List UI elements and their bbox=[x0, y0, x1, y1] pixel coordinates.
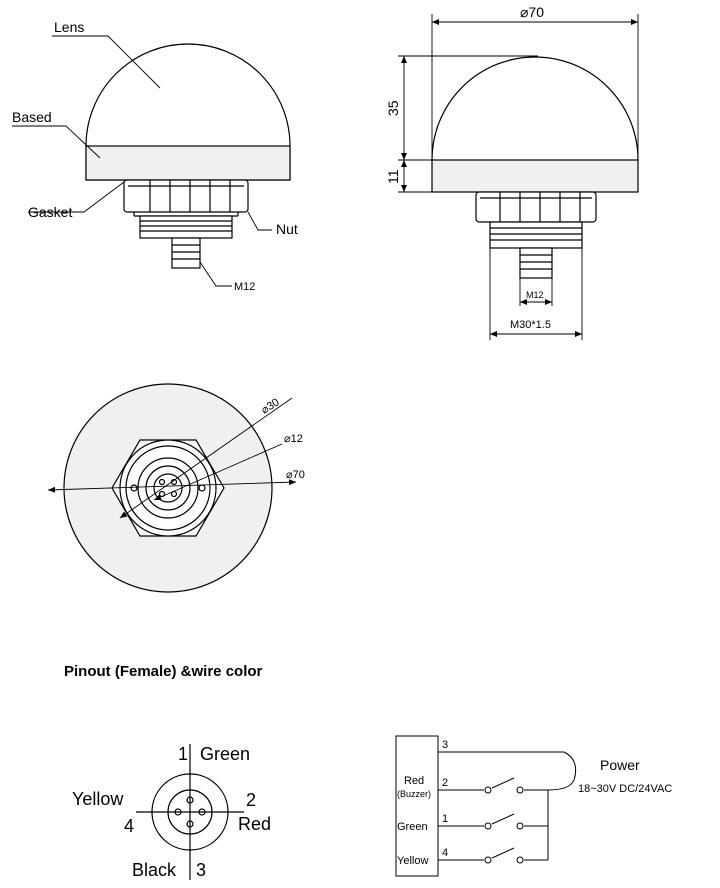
thread-body bbox=[139, 215, 233, 239]
dim-diameter-12: ⌀12 bbox=[284, 433, 303, 445]
wire-1-number: 1 bbox=[442, 813, 448, 825]
dim-height-11: 11 bbox=[385, 169, 401, 184]
pinout-title: Pinout (Female) &wire color bbox=[64, 663, 263, 680]
wire-3-number: 3 bbox=[442, 739, 448, 751]
pin-2-color: Red bbox=[238, 814, 271, 834]
dim-height-35: 35 bbox=[385, 100, 401, 116]
front-dimensions bbox=[398, 14, 639, 340]
dim-diameter-70-bottom: ⌀70 bbox=[286, 469, 305, 481]
bottom-dimensions bbox=[47, 397, 297, 519]
pin-3-color: Black bbox=[132, 860, 177, 880]
bottom-view bbox=[63, 383, 273, 593]
wire-label-yellow: Yellow bbox=[397, 855, 428, 867]
based-band bbox=[85, 145, 291, 181]
dim-m12-front: M12 bbox=[526, 290, 544, 300]
front-view bbox=[431, 56, 639, 279]
pin-4-number: 4 bbox=[124, 816, 134, 836]
front-dome bbox=[431, 56, 639, 161]
pin-3-number: 3 bbox=[196, 860, 206, 880]
label-m12-side: M12 bbox=[234, 281, 255, 293]
pin-4-color: Yellow bbox=[72, 789, 124, 809]
dim-thread: M30*1.5 bbox=[510, 319, 551, 331]
pin-1-color: Green bbox=[200, 744, 250, 764]
lens-dome bbox=[85, 43, 291, 147]
side-view bbox=[85, 43, 291, 269]
side-leaders bbox=[12, 35, 272, 287]
wire-2-number: 2 bbox=[442, 777, 448, 789]
wire-label-green: Green bbox=[397, 821, 428, 833]
pin-2-number: 2 bbox=[246, 790, 256, 810]
front-base bbox=[431, 159, 639, 193]
dim-diameter-30: ⌀30 bbox=[259, 396, 281, 416]
label-nut: Nut bbox=[276, 221, 298, 237]
power-supply-spec: 18~30V DC/24VAC bbox=[578, 783, 672, 795]
m12-connector bbox=[171, 237, 201, 269]
dim-diameter-70: ⌀70 bbox=[520, 4, 544, 20]
wire-label-red: Red bbox=[404, 775, 424, 787]
label-lens: Lens bbox=[54, 19, 84, 35]
wire-4-number: 4 bbox=[442, 847, 448, 859]
pin-1-number: 1 bbox=[178, 744, 188, 764]
pinout-connector bbox=[136, 744, 244, 880]
wire-label-buzzer: (Buzzer) bbox=[397, 789, 431, 799]
label-gasket: Gasket bbox=[28, 204, 72, 220]
power-label: Power bbox=[600, 757, 640, 773]
nut bbox=[123, 179, 249, 213]
wiring-diagram bbox=[395, 735, 577, 877]
label-based: Based bbox=[12, 109, 52, 125]
